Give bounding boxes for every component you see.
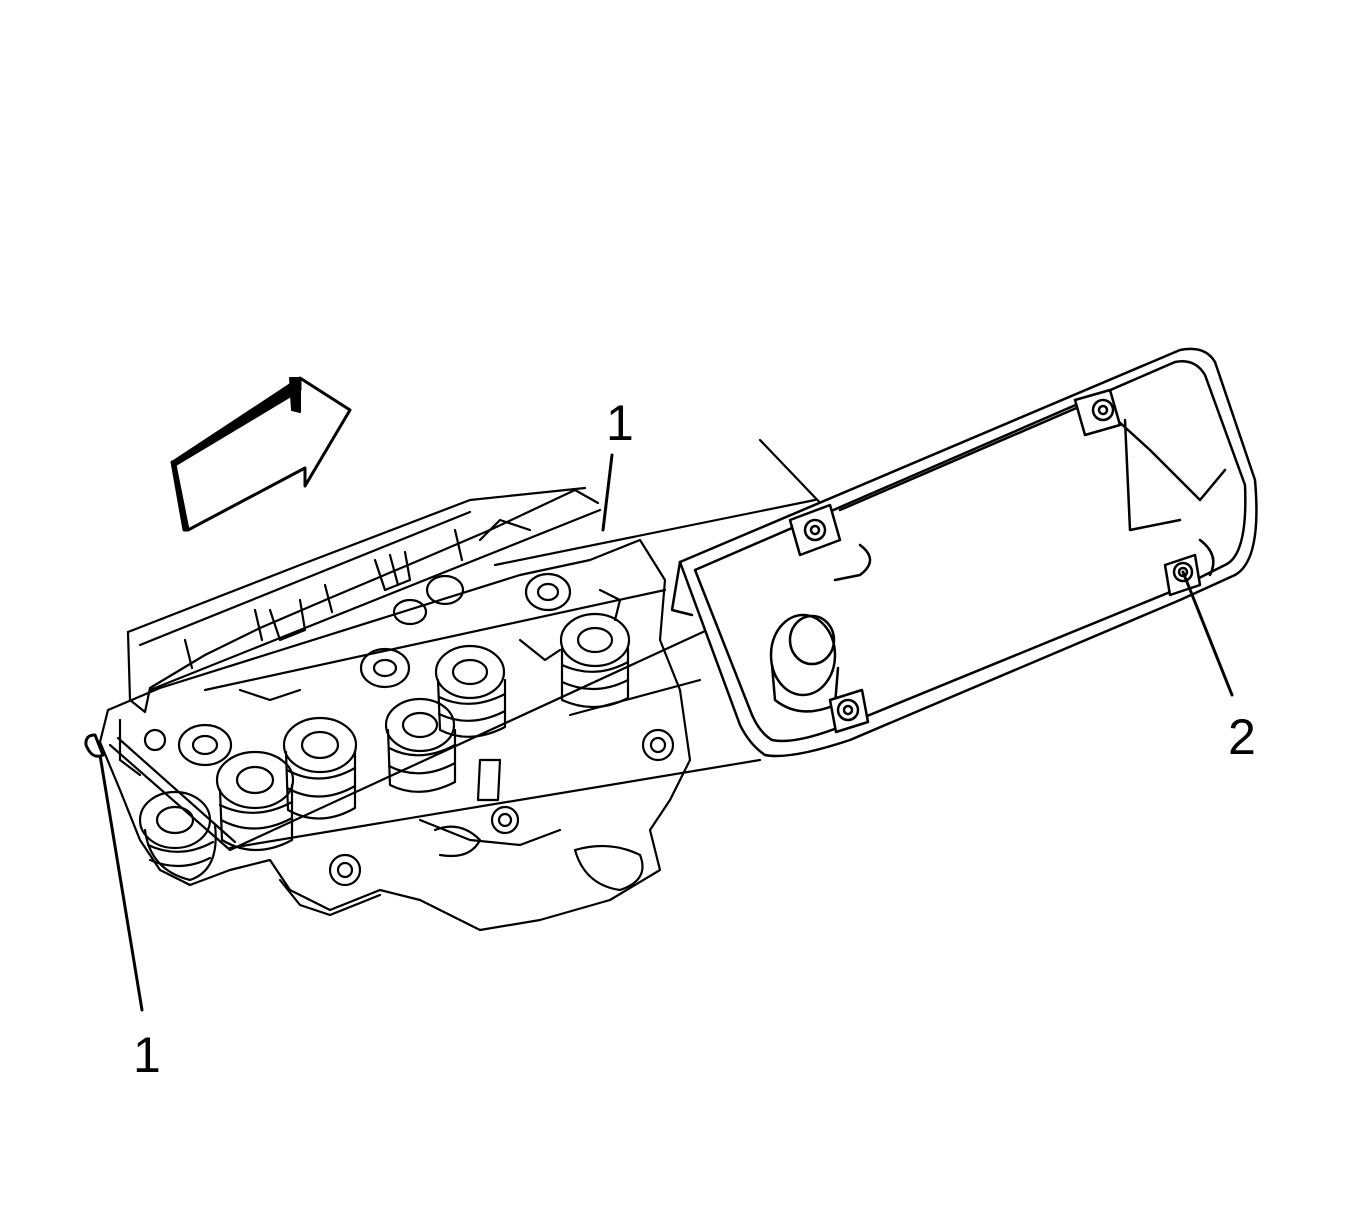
valve-spring (282, 716, 358, 820)
direction-arrow-icon (170, 376, 352, 532)
callout-label-1-bottom: 1 (133, 1027, 161, 1083)
valve-cover (670, 347, 1258, 758)
callout-leaders (84, 453, 1234, 1012)
valve-spring (215, 750, 295, 851)
valve-spring (384, 697, 457, 793)
callout-label-2: 2 (1228, 709, 1256, 765)
cylinder-head (98, 486, 692, 932)
callout-label-1-top: 1 (606, 395, 634, 451)
cover-bolt (788, 503, 842, 557)
cover-bolt (1073, 388, 1122, 437)
valve-cover-gasket (108, 438, 872, 852)
valve-spring (434, 644, 507, 738)
cover-bolt (828, 688, 870, 734)
